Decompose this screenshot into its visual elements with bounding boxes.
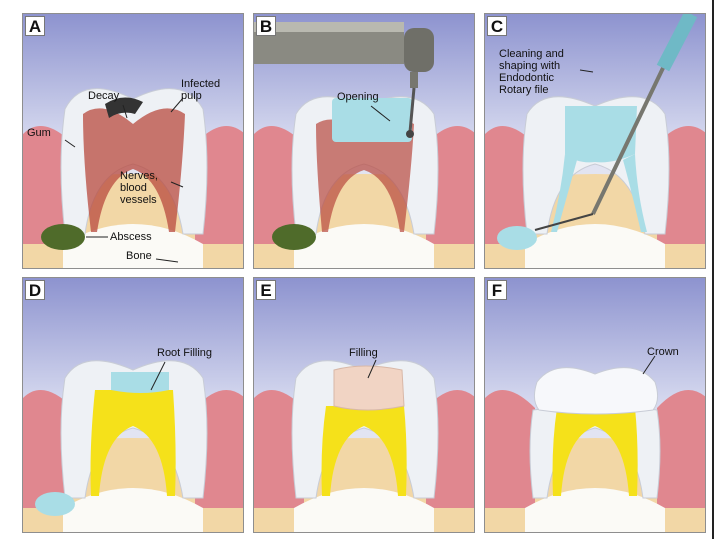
opening-label: Opening (337, 91, 379, 103)
panel-b: B Opening (253, 13, 475, 269)
panel-c: C Cleaning and shaping with Endodontic R… (484, 13, 706, 269)
infected-pulp-label: Infected pulp (181, 78, 220, 102)
decay-label: Decay (88, 90, 119, 102)
panel-d: D Root Filling (22, 277, 244, 533)
panel-d-letter: D (25, 280, 45, 300)
panel-a: A Decay Infected pulp Gum Nerves, blood … (22, 13, 244, 269)
panel-e-letter: E (256, 280, 276, 300)
panel-d-illustration (23, 278, 244, 533)
filling-label: Filling (349, 347, 378, 359)
gum-label: Gum (27, 127, 51, 139)
bone-label: Bone (126, 250, 152, 262)
panel-f-illustration (485, 278, 706, 533)
nerves-label: Nerves, blood vessels (120, 170, 158, 206)
panel-a-letter: A (25, 16, 45, 36)
abscess-label: Abscess (110, 231, 152, 243)
panel-f-letter: F (487, 280, 507, 300)
panel-b-illustration (254, 14, 475, 269)
panel-e-illustration (254, 278, 475, 533)
panel-f: F Crown (484, 277, 706, 533)
crown-label: Crown (647, 346, 679, 358)
root-filling-label: Root Filling (157, 347, 212, 359)
panel-c-letter: C (487, 16, 507, 36)
panel-e: E Filling (253, 277, 475, 533)
rotary-file-label: Cleaning and shaping with Endodontic Rot… (499, 48, 564, 96)
panel-b-letter: B (256, 16, 276, 36)
